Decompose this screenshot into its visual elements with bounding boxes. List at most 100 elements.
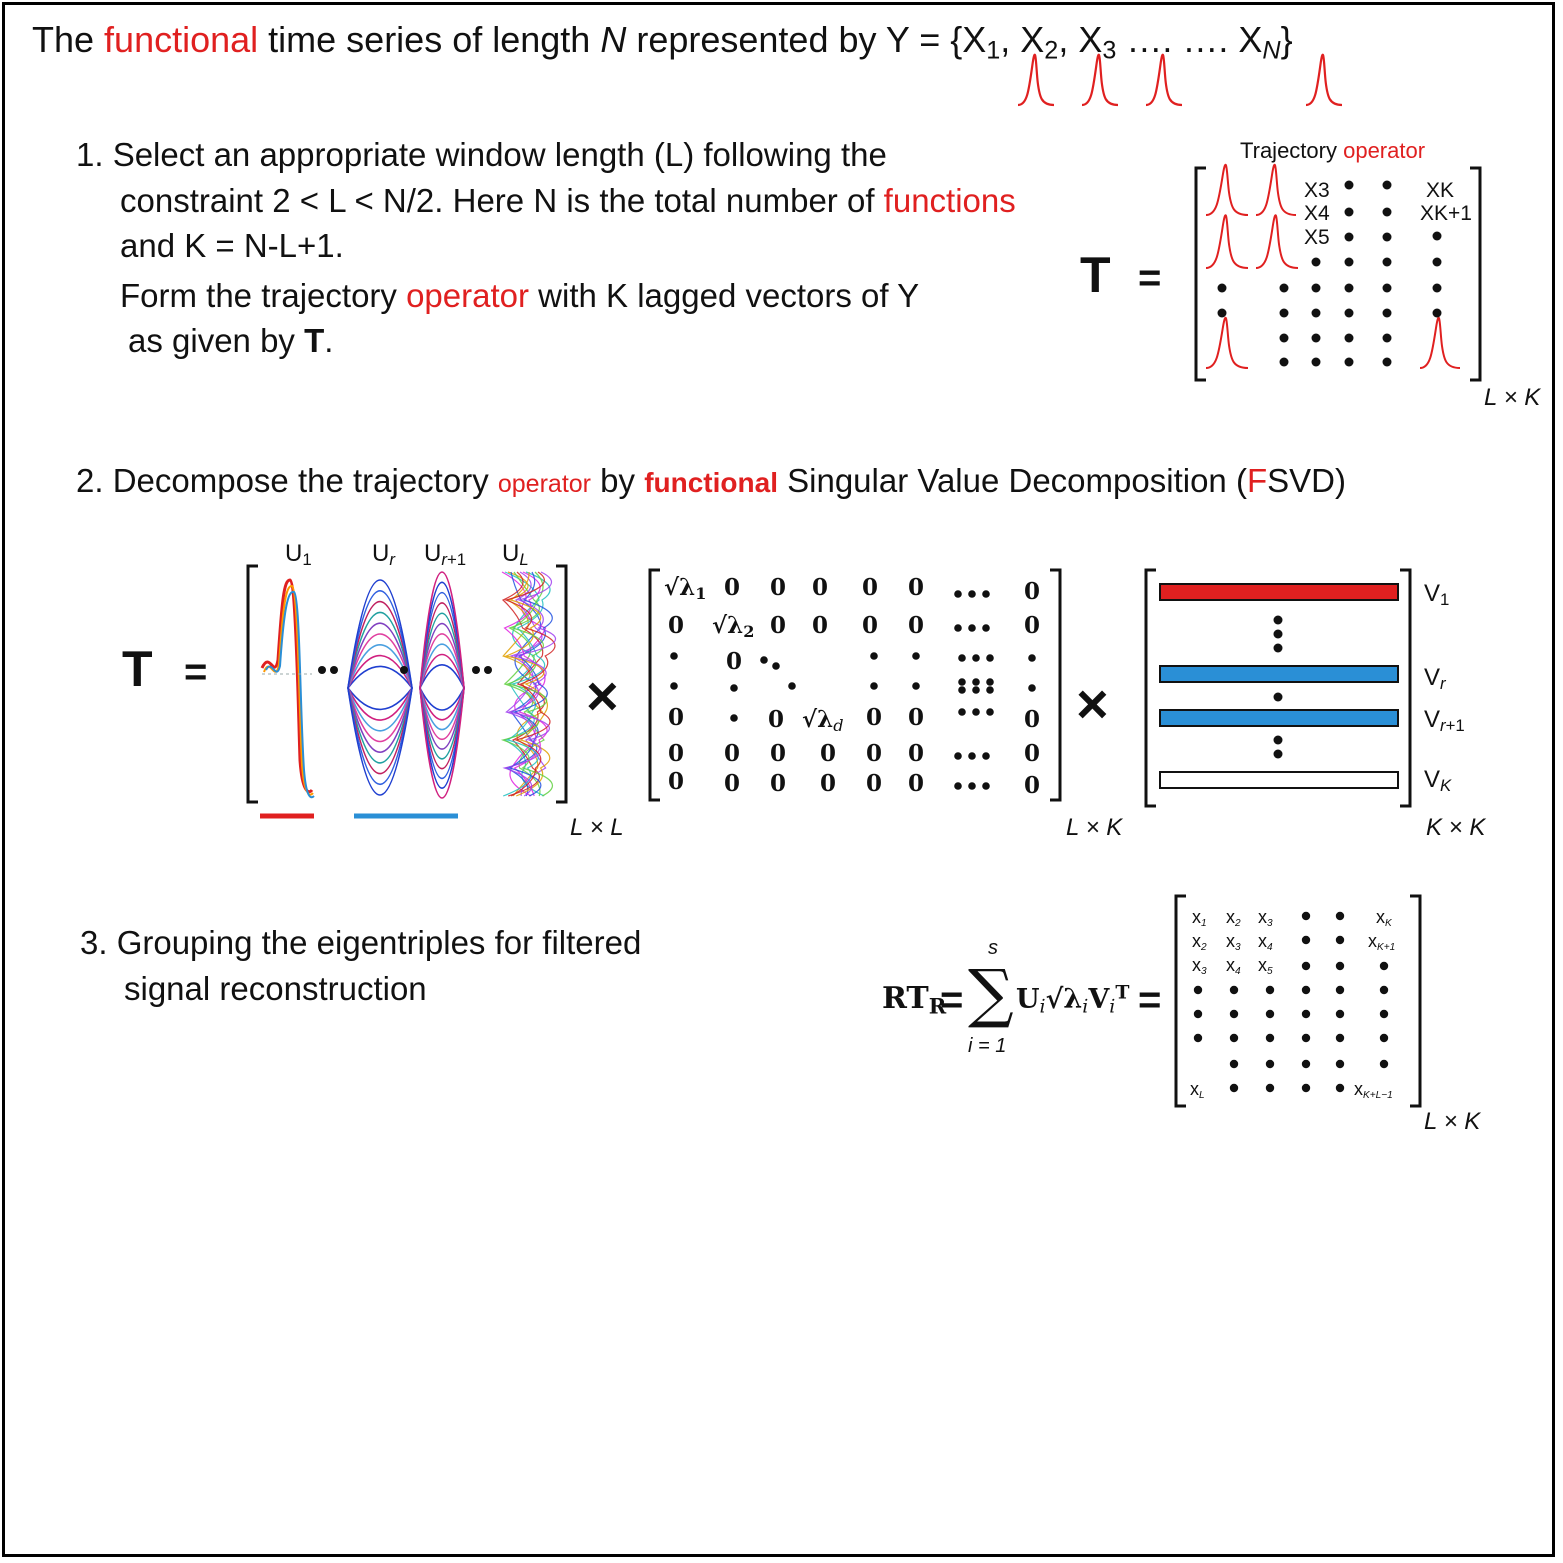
sigma-zero-11: 0 bbox=[1024, 612, 1041, 639]
rt-dot-30 bbox=[1229, 1083, 1239, 1093]
u-sep-dot-2 bbox=[400, 666, 408, 674]
dim-KK: K × K bbox=[1426, 814, 1486, 841]
header-peak-2 bbox=[1145, 53, 1183, 107]
ul-curve-13 bbox=[502, 571, 557, 797]
traj-dot-22 bbox=[1432, 308, 1442, 318]
sigma-dot-2 bbox=[982, 590, 990, 598]
sigma-zero-24: 0 bbox=[1024, 740, 1041, 767]
ur1-curve-top-3 bbox=[419, 633, 465, 689]
sigma-zero-8: 0 bbox=[812, 612, 829, 639]
traj-dot-29 bbox=[1344, 357, 1354, 367]
u-sep-dot-1 bbox=[330, 666, 338, 674]
step1-line1: 1. Select an appropriate window length (… bbox=[76, 136, 887, 173]
sigma-dot-14 bbox=[1028, 654, 1036, 662]
rt-dot-32 bbox=[1301, 1083, 1311, 1093]
sigma-dot-15 bbox=[670, 682, 678, 690]
sigma-zero-27: 0 bbox=[770, 770, 787, 797]
sigma-zero-4: 0 bbox=[908, 574, 925, 601]
step3-line2: signal reconstruction bbox=[124, 970, 427, 1007]
ur-curve-bottom-5 bbox=[347, 687, 413, 764]
sigma-dot-20 bbox=[958, 678, 966, 686]
traj-peak-r2c1 bbox=[1205, 214, 1249, 269]
rt-dot-29 bbox=[1379, 1059, 1389, 1069]
sigma-dot-6 bbox=[670, 652, 678, 660]
sigma-dot-35 bbox=[968, 782, 976, 790]
ur1-curve-bottom-9 bbox=[419, 687, 465, 799]
dim-LL: L × L bbox=[570, 814, 624, 841]
ul-curve-10 bbox=[508, 571, 553, 797]
ul-label: UL bbox=[502, 540, 529, 570]
ur1-curve-bottom-4 bbox=[419, 687, 465, 750]
sigma-dot-11 bbox=[958, 654, 966, 662]
sigma-dot-36 bbox=[982, 782, 990, 790]
vr-label: Vr bbox=[1424, 664, 1446, 694]
rt-dot-14 bbox=[1229, 1009, 1239, 1019]
sigma-bracket-right bbox=[1050, 568, 1062, 802]
ur-curve-bottom-7 bbox=[347, 687, 413, 785]
step1-line3: and K = N-L+1. bbox=[120, 227, 344, 264]
traj-dot-5 bbox=[1344, 232, 1354, 242]
rt-label-4: x2 bbox=[1192, 931, 1207, 954]
rt-label-1: x2 bbox=[1226, 907, 1241, 930]
rt-dot-31 bbox=[1265, 1083, 1275, 1093]
t-label-xk1: XK+1 bbox=[1420, 202, 1472, 225]
sigma-dot-1 bbox=[968, 590, 976, 598]
rt-dot-16 bbox=[1301, 1009, 1311, 1019]
sigma-zero-23: 0 bbox=[908, 740, 925, 767]
traj-dot-0 bbox=[1344, 180, 1354, 190]
sigma-zero-19: 0 bbox=[724, 740, 741, 767]
ur1-curve-bottom-0 bbox=[419, 687, 465, 711]
u1-curve-c bbox=[265, 590, 315, 799]
traj-dot-1 bbox=[1382, 180, 1392, 190]
ur1-curve-top-9 bbox=[419, 571, 465, 689]
traj-dot-16 bbox=[1432, 283, 1442, 293]
rt-dot-22 bbox=[1301, 1033, 1311, 1043]
traj-peak-r2c2 bbox=[1255, 214, 1299, 269]
traj-dot-25 bbox=[1344, 333, 1354, 343]
u-bracket-right bbox=[556, 564, 568, 804]
traj-dot-26 bbox=[1382, 333, 1392, 343]
rt-dot-19 bbox=[1193, 1033, 1203, 1043]
sigma-dot-13 bbox=[986, 654, 994, 662]
sigma-dot-16 bbox=[730, 684, 738, 692]
rt-dot-6 bbox=[1379, 961, 1389, 971]
sigma-dot-27 bbox=[730, 714, 738, 722]
ul-curve-5 bbox=[501, 571, 545, 797]
sigma-dot-28 bbox=[958, 708, 966, 716]
ur1-curve-top-2 bbox=[419, 643, 465, 689]
traj-peak-r1c2 bbox=[1255, 164, 1297, 216]
rt-label-8: x3 bbox=[1192, 955, 1207, 978]
traj-dot-2 bbox=[1344, 207, 1354, 217]
ul-curve-8 bbox=[502, 571, 551, 797]
vr-bar bbox=[1159, 665, 1399, 683]
traj-dot-6 bbox=[1382, 232, 1392, 242]
ur-curve-bottom-1 bbox=[347, 687, 413, 721]
sigma-zero-28: 0 bbox=[820, 770, 837, 797]
rt-dot-27 bbox=[1301, 1059, 1311, 1069]
ur1-curve-bottom-7 bbox=[419, 687, 465, 779]
header-peak-0 bbox=[1017, 53, 1055, 107]
sum-sign: ∑ bbox=[968, 957, 1014, 1031]
rt-label-9: x4 bbox=[1226, 955, 1241, 978]
trajectory-operator-label: Trajectory operator bbox=[1240, 138, 1426, 163]
sum-bottom: i = 1 bbox=[968, 1035, 1007, 1057]
rt-dot-13 bbox=[1193, 1009, 1203, 1019]
sigma-zero-14: 0 bbox=[768, 706, 785, 733]
step1-dim-label: L × K bbox=[1484, 384, 1541, 411]
u-sep-dot-3 bbox=[472, 666, 480, 674]
ur-curve-top-3 bbox=[347, 633, 413, 689]
sigma-zero-13: 0 bbox=[668, 704, 685, 731]
u1-label: U1 bbox=[285, 540, 312, 570]
ur1-curve-top-4 bbox=[419, 622, 465, 689]
rt-label-5: x3 bbox=[1226, 931, 1241, 954]
traj-peak-r1c1 bbox=[1205, 164, 1249, 216]
sigma-dot-5 bbox=[982, 624, 990, 632]
traj-dot-27 bbox=[1279, 357, 1289, 367]
sigma-dot-29 bbox=[972, 708, 980, 716]
ul-curve-2 bbox=[502, 571, 544, 797]
rt-dot-17 bbox=[1335, 1009, 1345, 1019]
ul-curve-12 bbox=[503, 571, 556, 797]
traj-dot-30 bbox=[1382, 357, 1392, 367]
v-bracket-left bbox=[1144, 568, 1156, 808]
